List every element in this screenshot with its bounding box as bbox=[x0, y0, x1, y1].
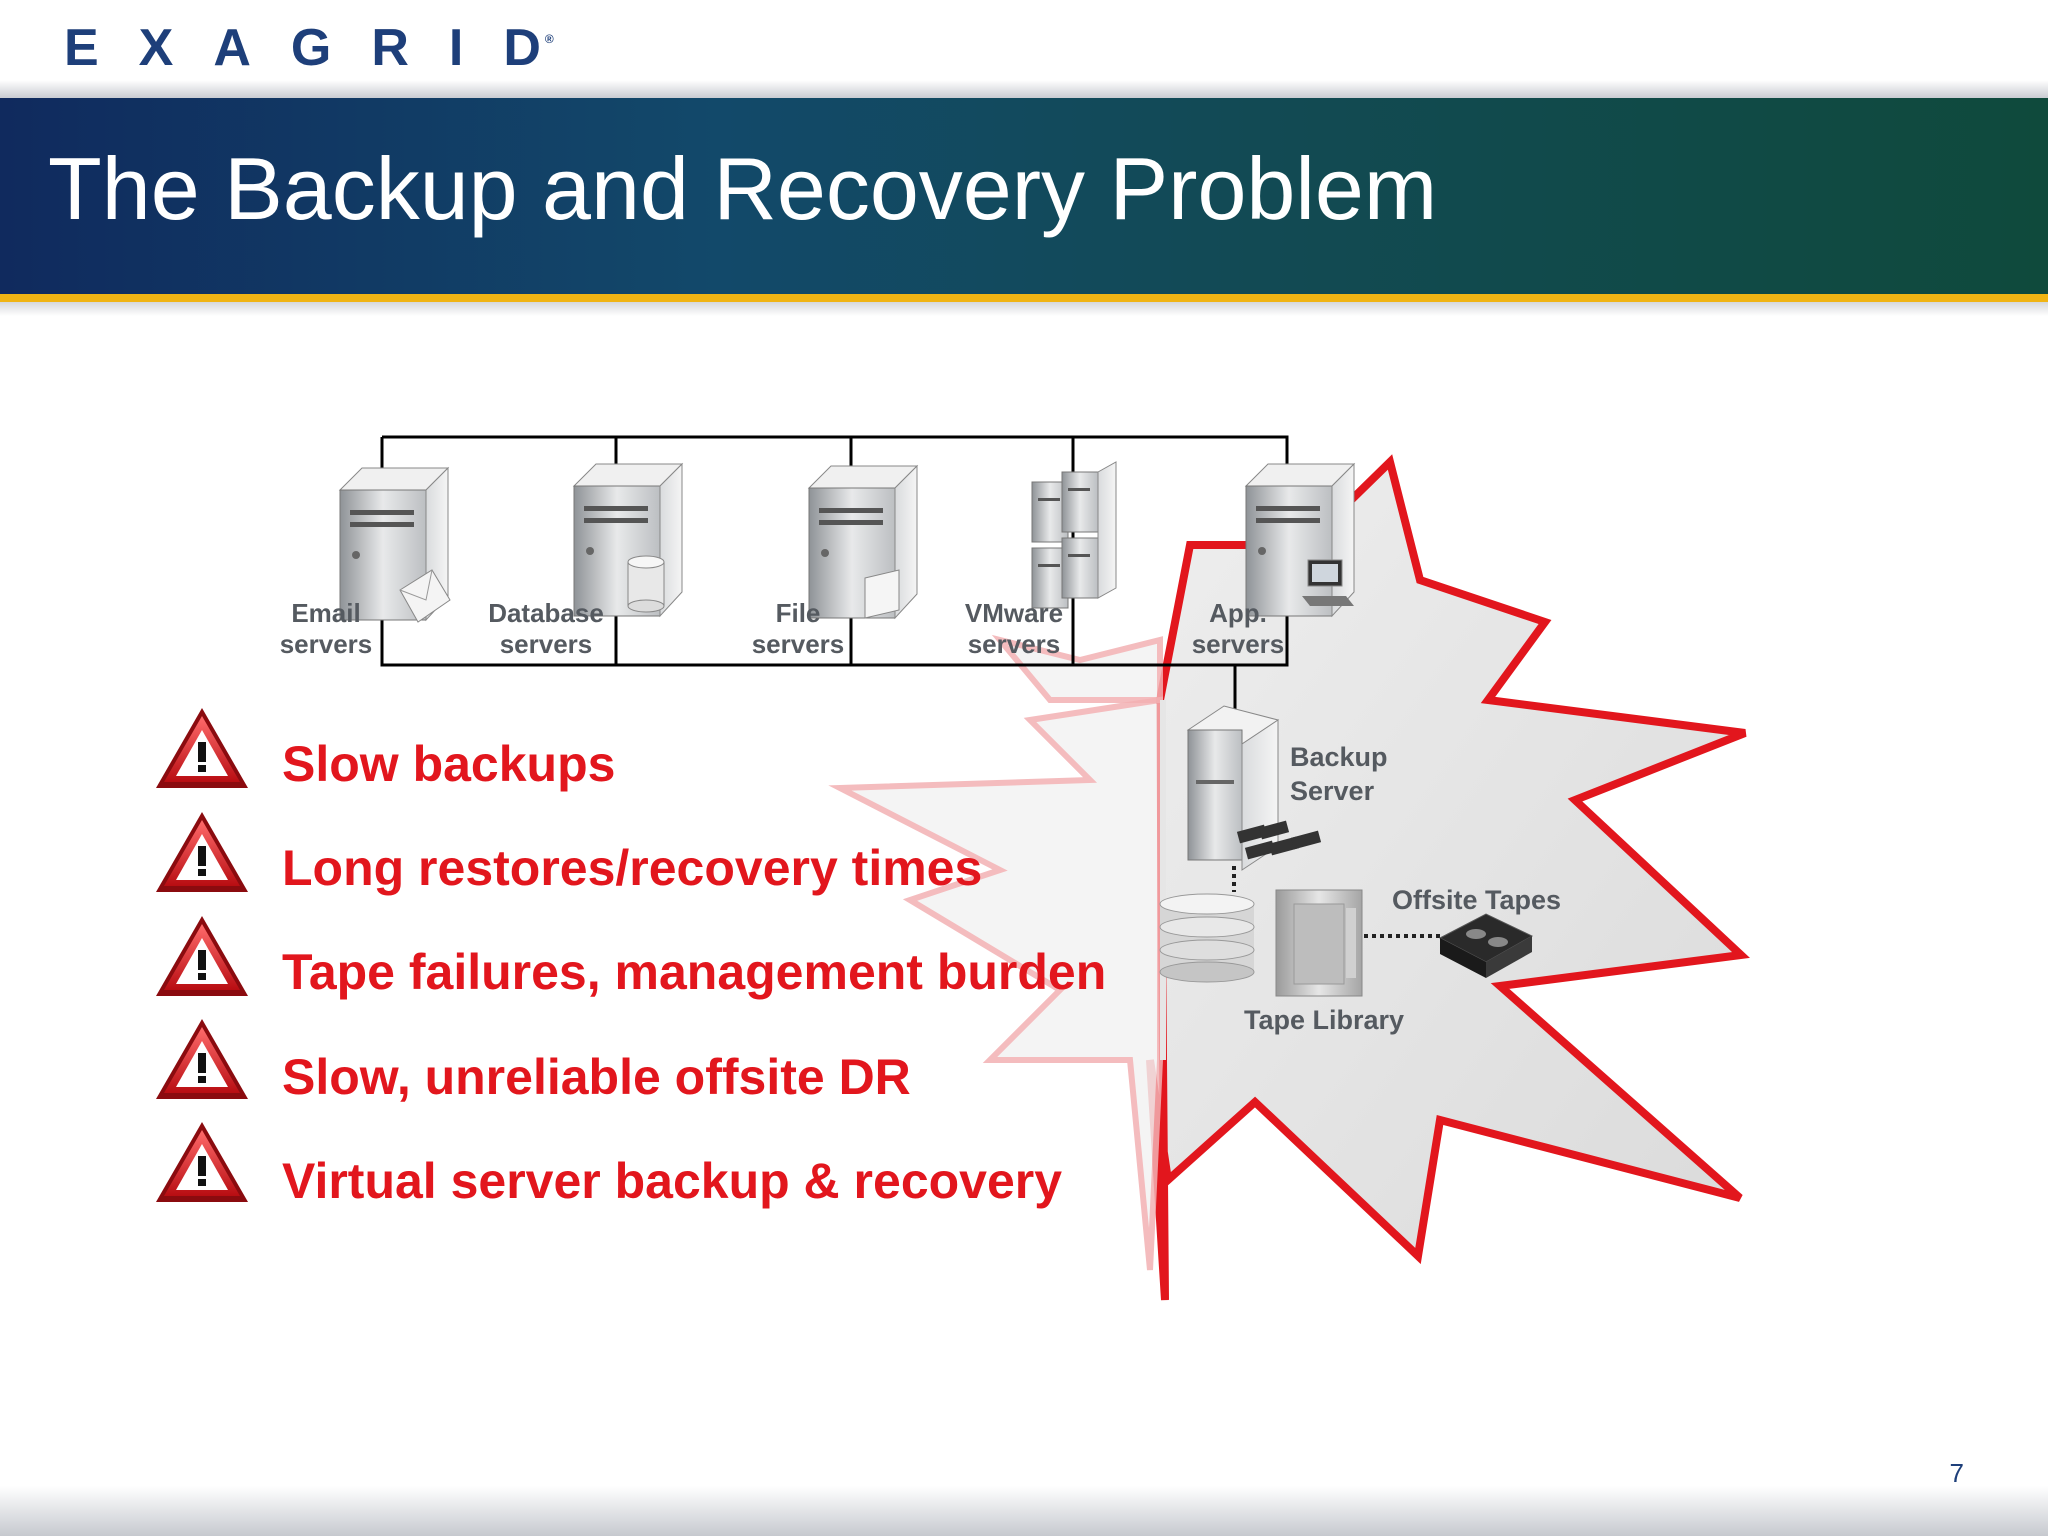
file-server-icon bbox=[807, 464, 919, 620]
server-label-line2: servers bbox=[1192, 629, 1285, 659]
database-server-icon bbox=[572, 462, 684, 618]
disk-storage-icon bbox=[1159, 893, 1255, 983]
warning-icon bbox=[156, 812, 248, 892]
registered-mark: ® bbox=[544, 32, 554, 46]
list-item: Slow, unreliable offsite DR bbox=[156, 1019, 911, 1105]
backup-server-icon bbox=[1186, 705, 1322, 871]
explosion-burst-icon bbox=[828, 454, 1750, 1301]
tape-library-icon bbox=[1275, 889, 1363, 997]
tape-cartridge-icon bbox=[1438, 913, 1534, 978]
problem-list: Slow backups Long restores/recovery time… bbox=[156, 708, 1106, 1209]
server-label-line2: servers bbox=[752, 629, 845, 659]
page-number: 7 bbox=[1949, 1458, 1964, 1488]
banner-shadow bbox=[0, 302, 2048, 316]
server-label-line1: Database bbox=[488, 598, 604, 628]
exagrid-logo: EXAGRID® bbox=[64, 18, 590, 78]
problem-text: Slow backups bbox=[282, 736, 615, 792]
vmware-server-icon bbox=[1031, 461, 1117, 609]
slide-title: The Backup and Recovery Problem bbox=[48, 139, 1438, 238]
server-label-line1: Email bbox=[291, 598, 360, 628]
warning-icon bbox=[156, 1019, 248, 1099]
server-label-line2: servers bbox=[968, 629, 1061, 659]
list-item: Virtual server backup & recovery bbox=[156, 1122, 1062, 1209]
app-server-icon bbox=[1244, 462, 1356, 618]
server-label-line1: VMware bbox=[965, 598, 1063, 628]
list-item: Tape failures, management burden bbox=[156, 916, 1106, 1000]
gold-rule bbox=[0, 294, 2048, 302]
server-labels: Email servers Database servers File serv… bbox=[280, 598, 1285, 659]
problem-text: Tape failures, management burden bbox=[282, 944, 1106, 1000]
backup-server-label: Backup bbox=[1290, 742, 1388, 772]
footer-shadow bbox=[0, 1486, 2048, 1536]
title-banner bbox=[0, 98, 2048, 294]
tape-library-label: Tape Library bbox=[1244, 1005, 1404, 1035]
problem-text: Long restores/recovery times bbox=[282, 840, 982, 896]
backup-server-label: Server bbox=[1290, 776, 1375, 806]
list-item: Slow backups bbox=[156, 708, 615, 792]
server-label-line1: App. bbox=[1209, 598, 1267, 628]
list-item: Long restores/recovery times bbox=[156, 812, 982, 896]
server-label-line2: servers bbox=[280, 629, 373, 659]
header-shadow bbox=[0, 80, 2048, 98]
logo-text: EXAGRID bbox=[64, 19, 581, 77]
offsite-tapes-label: Offsite Tapes bbox=[1392, 885, 1561, 915]
warning-icon bbox=[156, 1122, 248, 1202]
problem-text: Slow, unreliable offsite DR bbox=[282, 1049, 911, 1105]
server-label-line2: servers bbox=[500, 629, 593, 659]
problem-text: Virtual server backup & recovery bbox=[282, 1153, 1062, 1209]
email-server-icon bbox=[338, 466, 451, 623]
server-label-line1: File bbox=[776, 598, 821, 628]
warning-icon bbox=[156, 916, 248, 996]
warning-icon bbox=[156, 708, 248, 788]
